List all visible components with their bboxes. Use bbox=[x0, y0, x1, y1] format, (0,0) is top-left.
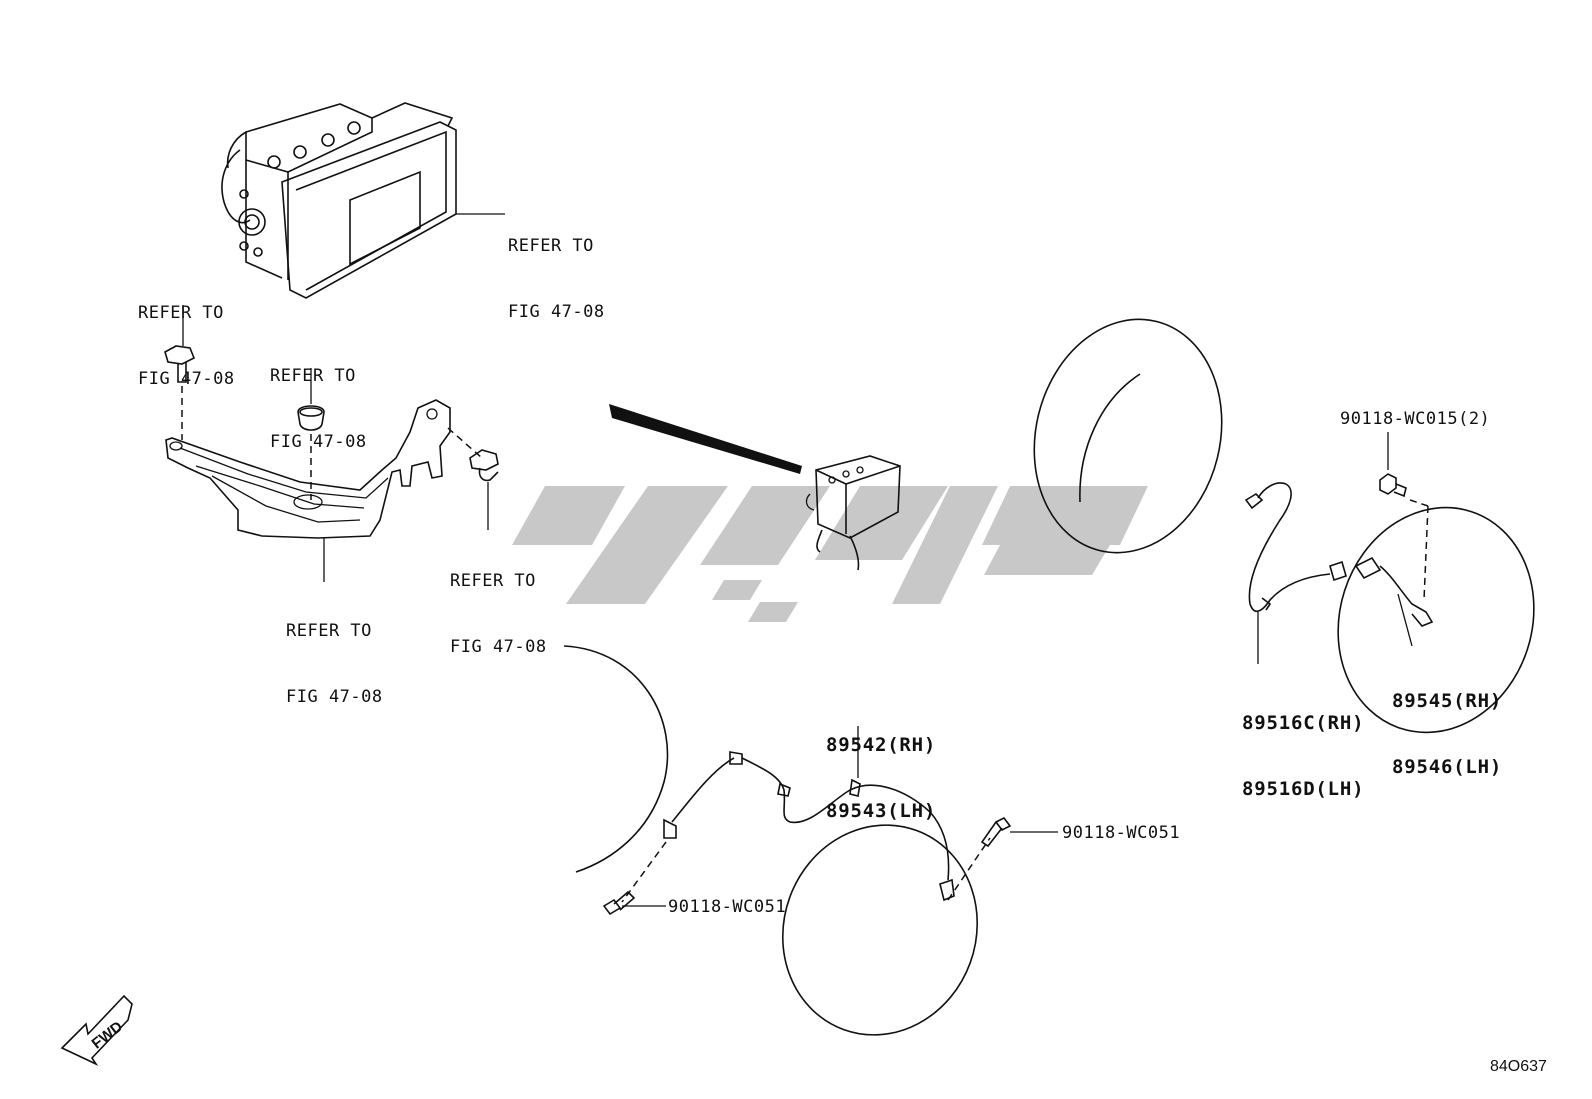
label-refer-bolt-right-line2: FIG 47-08 bbox=[450, 637, 547, 657]
label-refer-abs-actuator-line1: REFER TO bbox=[508, 236, 594, 256]
label-bolt-front-right-part: 90118-WC051 bbox=[1062, 823, 1181, 843]
label-refer-bolt-left-line2: FIG 47-08 bbox=[138, 369, 235, 389]
label-refer-abs-actuator-line2: FIG 47-08 bbox=[508, 302, 605, 322]
label-rear-wire-part-lh: 89516D(LH) bbox=[1242, 778, 1365, 800]
grommet-illustration bbox=[297, 368, 325, 500]
bracket-bolt-right-illustration bbox=[447, 427, 499, 530]
label-refer-grommet: REFER TO FIG 47-08 bbox=[270, 321, 367, 475]
label-refer-bolt-right: REFER TO FIG 47-08 bbox=[450, 526, 547, 680]
tire-front-left-illustration bbox=[563, 645, 669, 873]
label-rear-sensor-part-rh: 89545(RH) bbox=[1392, 690, 1503, 712]
rear-sensor-bolt-illustration bbox=[1379, 432, 1429, 601]
tire-lower-illustration bbox=[781, 824, 979, 1036]
bracket-bolt-left-illustration bbox=[164, 305, 196, 440]
abs-actuator-illustration bbox=[221, 102, 505, 299]
tire-front-right-illustration bbox=[1033, 318, 1223, 554]
label-rear-wire-part-rh: 89516C(RH) bbox=[1242, 712, 1365, 734]
label-bolt-front-left-part: 90118-WC051 bbox=[668, 897, 787, 917]
label-refer-bracket: REFER TO FIG 47-08 bbox=[286, 576, 383, 730]
label-refer-abs-actuator: REFER TO FIG 47-08 bbox=[508, 191, 605, 345]
label-refer-grommet-line2: FIG 47-08 bbox=[270, 432, 367, 452]
label-rear-sensor-part-lh: 89546(LH) bbox=[1392, 756, 1503, 778]
label-bolt-rear-part: 90118-WC015(2) bbox=[1340, 409, 1491, 429]
front-bolt-left-illustration bbox=[602, 890, 666, 916]
label-refer-bracket-line2: FIG 47-08 bbox=[286, 687, 383, 707]
fwd-arrow-icon: FWD bbox=[60, 994, 133, 1066]
rear-speed-sensor-illustration bbox=[1354, 556, 1434, 647]
label-refer-bolt-left-line1: REFER TO bbox=[138, 303, 224, 323]
front-speed-sensor-illustration bbox=[621, 726, 991, 903]
figure-number: 84O637 bbox=[1490, 1058, 1547, 1075]
front-bolt-right-illustration bbox=[980, 816, 1058, 848]
label-front-sensor-part: 89542(RH) 89543(LH) bbox=[826, 690, 936, 844]
actuator-bracket-illustration bbox=[165, 399, 451, 582]
location-indicator-illustration bbox=[609, 404, 901, 571]
watermark-logo bbox=[512, 486, 1148, 622]
tire-rear-illustration bbox=[1337, 506, 1535, 734]
label-rear-sensor-part: 89545(RH) 89546(LH) bbox=[1392, 646, 1502, 800]
label-refer-grommet-line1: REFER TO bbox=[270, 366, 356, 386]
label-refer-bolt-right-line1: REFER TO bbox=[450, 571, 536, 591]
label-rear-wire-part: 89516C(RH) 89516D(LH) bbox=[1242, 668, 1364, 822]
label-refer-bracket-line1: REFER TO bbox=[286, 621, 372, 641]
label-front-sensor-part-lh: 89543(LH) bbox=[826, 800, 937, 822]
rear-sensor-wire-illustration bbox=[1244, 482, 1347, 664]
label-front-sensor-part-rh: 89542(RH) bbox=[826, 734, 937, 756]
label-refer-bolt-left: REFER TO FIG 47-08 bbox=[138, 258, 235, 412]
